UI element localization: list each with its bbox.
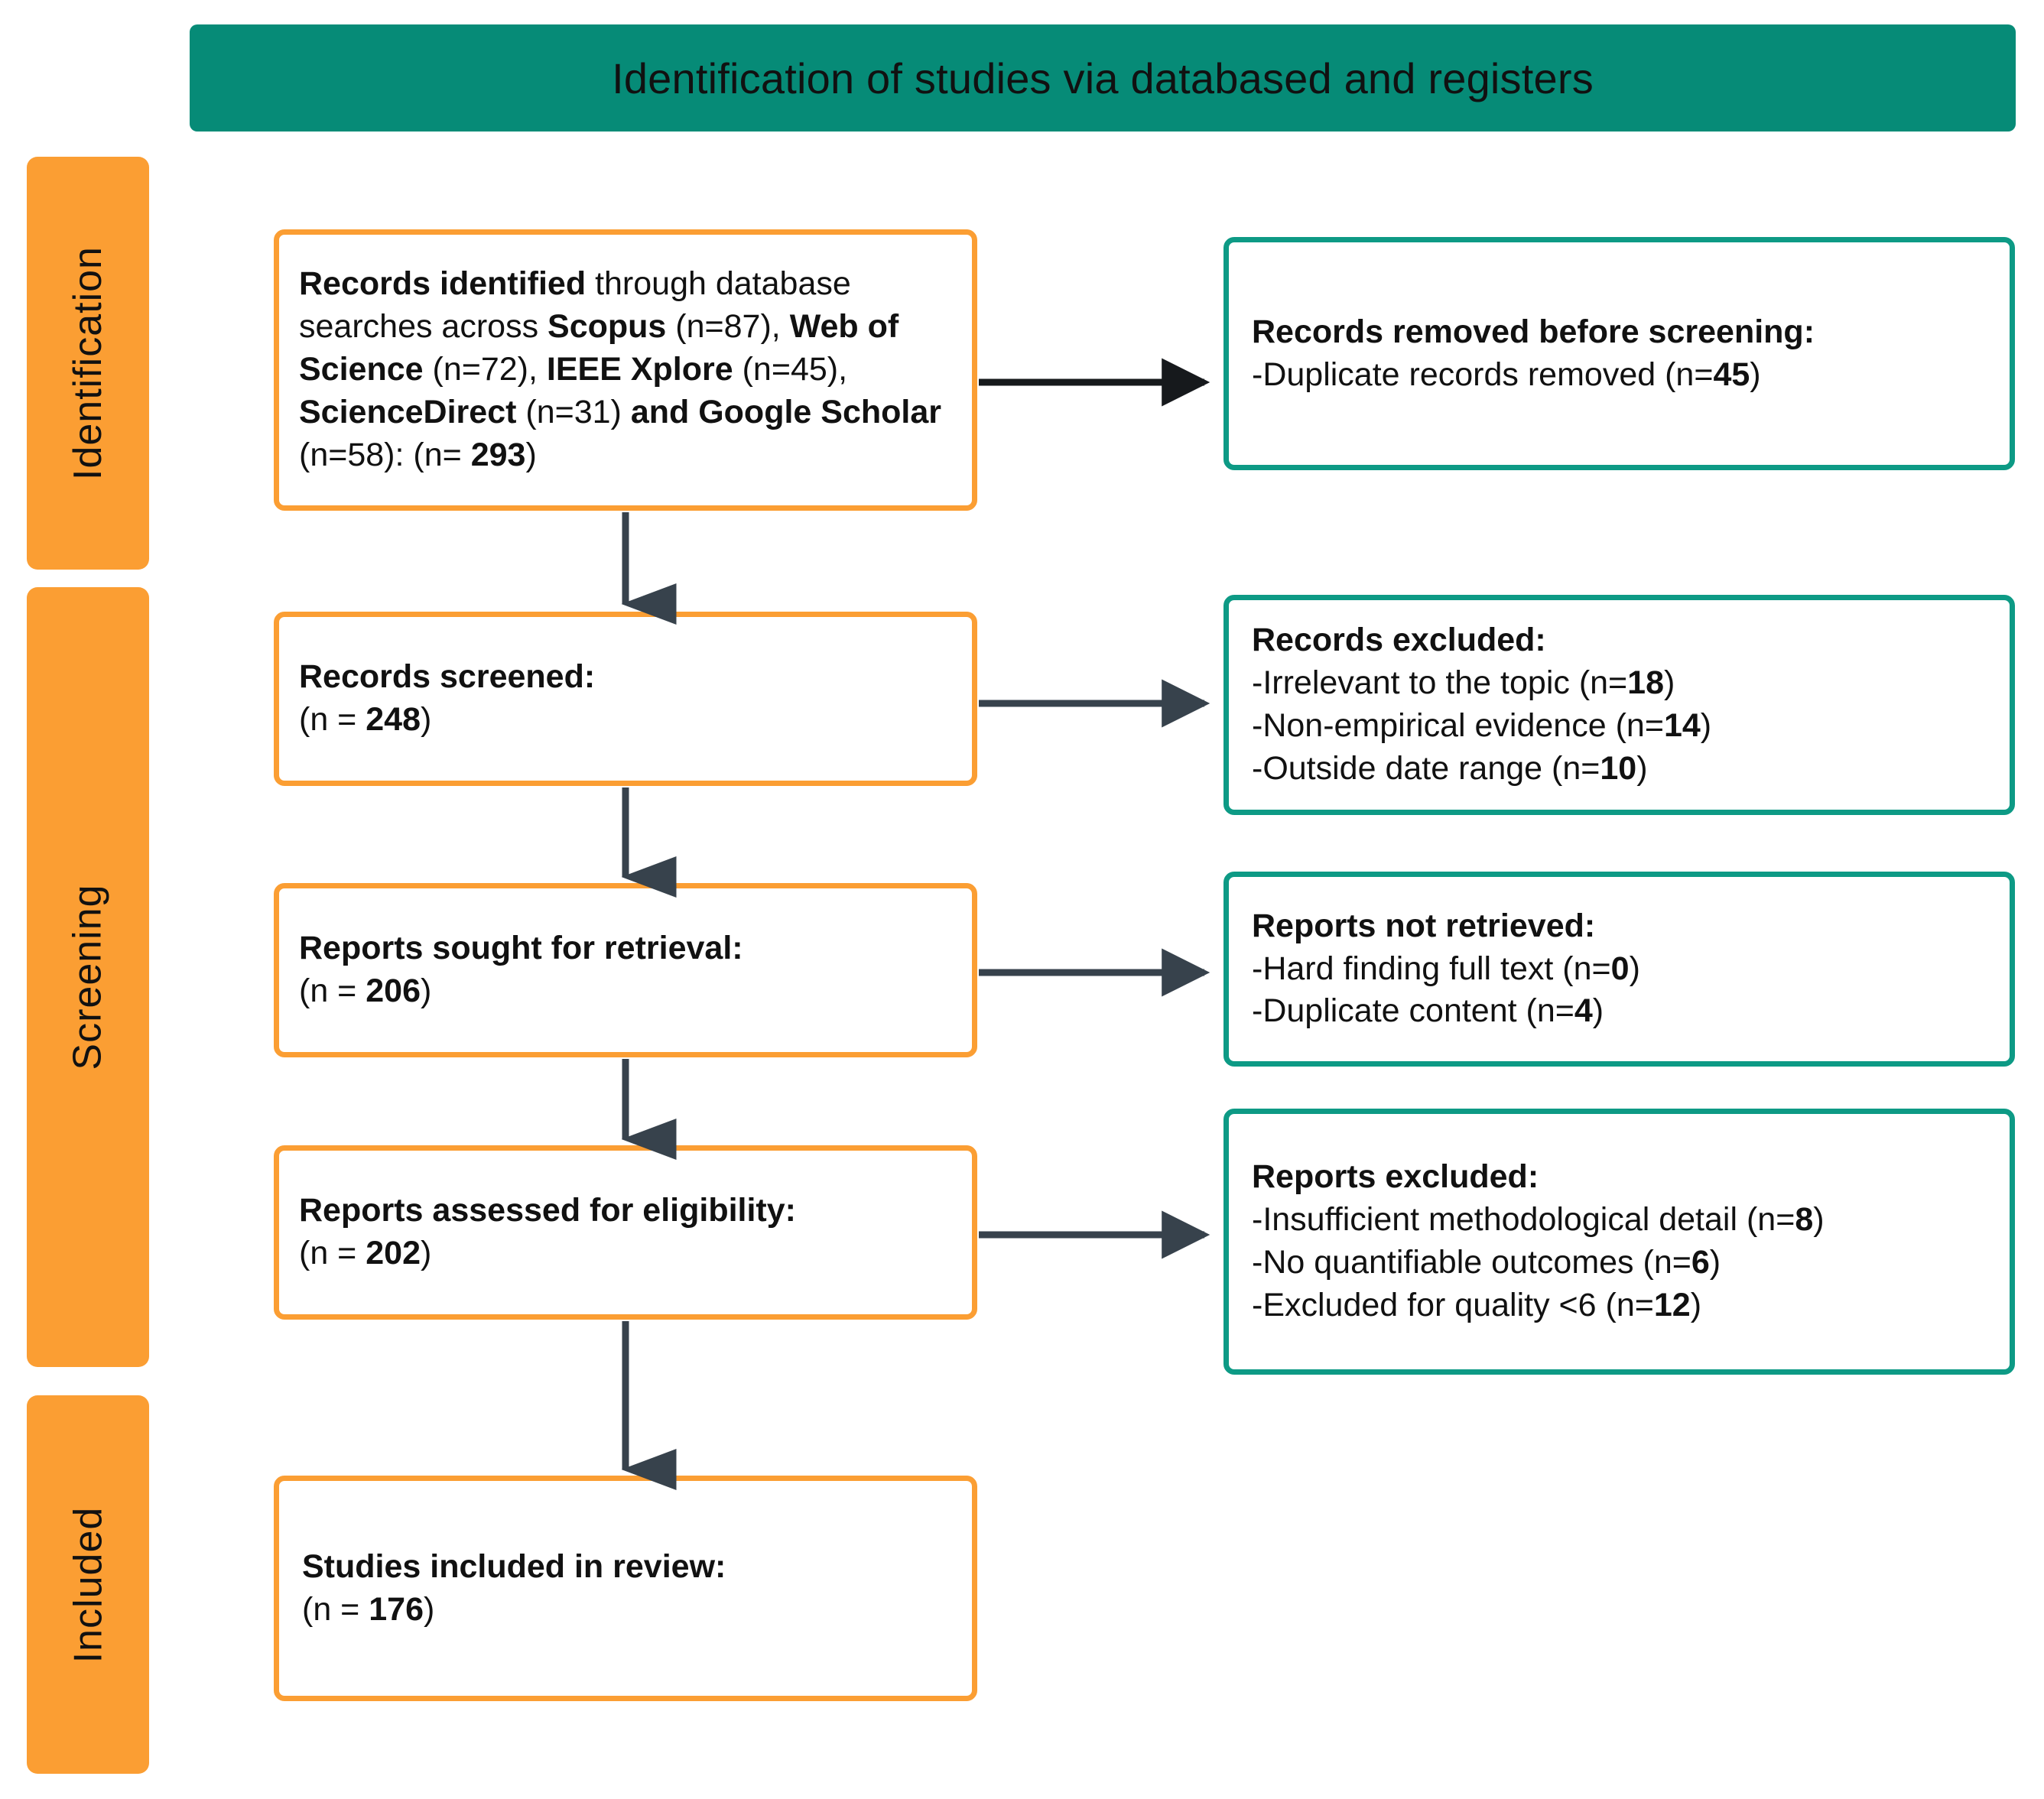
flow-box-reports-excluded: Reports excluded:-Insufficient methodolo… bbox=[1223, 1109, 2015, 1375]
reports-assessed-text: Reports assessed for eligibility:(n = 20… bbox=[299, 1192, 796, 1271]
flow-box-records-removed: Records removed before screening:-Duplic… bbox=[1223, 237, 2015, 470]
reports-not-retrieved-text: Reports not retrieved:-Hard finding full… bbox=[1252, 907, 1640, 1030]
records-excluded-text: Records excluded:-Irrelevant to the topi… bbox=[1252, 622, 1712, 787]
records-identified-text: Records identified through database sear… bbox=[299, 265, 941, 473]
studies-included-text: Studies included in review:(n = 176) bbox=[302, 1547, 726, 1628]
flow-box-reports-sought: Reports sought for retrieval:(n = 206) bbox=[274, 883, 977, 1057]
phase-bar-identification: Identification bbox=[27, 157, 149, 570]
phase-label-screening: Screening bbox=[66, 884, 110, 1070]
reports-excluded-text: Reports excluded:-Insufficient methodolo… bbox=[1252, 1158, 1825, 1323]
flow-box-records-screened: Records screened:(n = 248) bbox=[274, 612, 977, 786]
page-title: Identification of studies via databased … bbox=[612, 54, 1594, 102]
records-screened-text: Records screened:(n = 248) bbox=[299, 658, 596, 738]
phase-label-identification: Identification bbox=[66, 246, 110, 480]
phase-bar-screening: Screening bbox=[27, 587, 149, 1367]
phase-label-included: Included bbox=[66, 1506, 111, 1663]
phase-bar-included: Included bbox=[27, 1395, 149, 1774]
flow-box-records-excluded: Records excluded:-Irrelevant to the topi… bbox=[1223, 595, 2015, 815]
reports-sought-text: Reports sought for retrieval:(n = 206) bbox=[299, 930, 743, 1009]
diagram-header-banner: Identification of studies via databased … bbox=[190, 24, 2016, 132]
flow-box-studies-included: Studies included in review:(n = 176) bbox=[274, 1476, 977, 1701]
flow-box-reports-assessed: Reports assessed for eligibility:(n = 20… bbox=[274, 1145, 977, 1320]
records-removed-text: Records removed before screening:-Duplic… bbox=[1252, 313, 1815, 393]
flow-box-records-identified: Records identified through database sear… bbox=[274, 229, 977, 511]
flow-box-reports-not-retrieved: Reports not retrieved:-Hard finding full… bbox=[1223, 872, 2015, 1067]
